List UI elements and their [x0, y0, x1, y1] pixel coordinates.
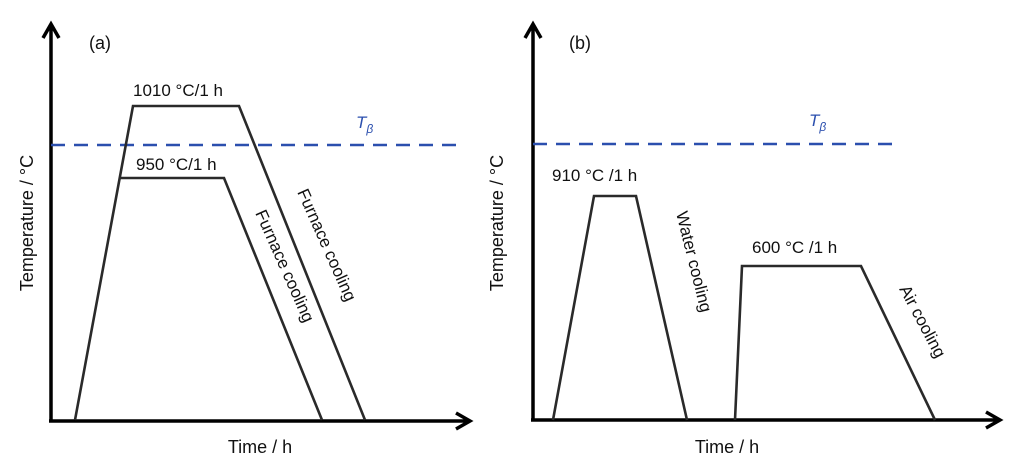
t-beta-label-a: Tβ	[356, 113, 373, 136]
panel-tag-a: (a)	[89, 33, 111, 53]
y-axis-b	[523, 20, 543, 421]
panel-tag-b: (b)	[569, 33, 591, 53]
panel-b: (b) 910 °C /1 h 600 °C /1 h Tβ Water coo…	[487, 20, 1004, 457]
x-axis-label-a: Time / h	[228, 437, 292, 457]
x-axis-a	[49, 411, 474, 431]
x-axis-label-b: Time / h	[695, 437, 759, 457]
profile-950	[120, 176, 324, 421]
x-axis-b	[531, 410, 1004, 430]
step-label-910: 910 °C /1 h	[552, 166, 637, 185]
step-label-600: 600 °C /1 h	[752, 238, 837, 257]
profile-910	[551, 194, 689, 421]
y-axis-a	[41, 20, 61, 421]
step-label-950: 950 °C/1 h	[136, 155, 217, 174]
profile-1010	[73, 104, 367, 421]
t-beta-label-b: Tβ	[809, 111, 826, 134]
panel-a: (a) 1010 °C/1 h 950 °C/1 h Tβ Furnace co…	[17, 20, 474, 457]
y-axis-label-a: Temperature / °C	[17, 155, 37, 291]
profile-600	[733, 264, 937, 421]
cooling-label-water: Water cooling	[672, 209, 715, 314]
step-label-1010: 1010 °C/1 h	[133, 81, 223, 100]
y-axis-label-b: Temperature / °C	[487, 155, 507, 291]
cooling-label-air: Air cooling	[895, 282, 949, 361]
